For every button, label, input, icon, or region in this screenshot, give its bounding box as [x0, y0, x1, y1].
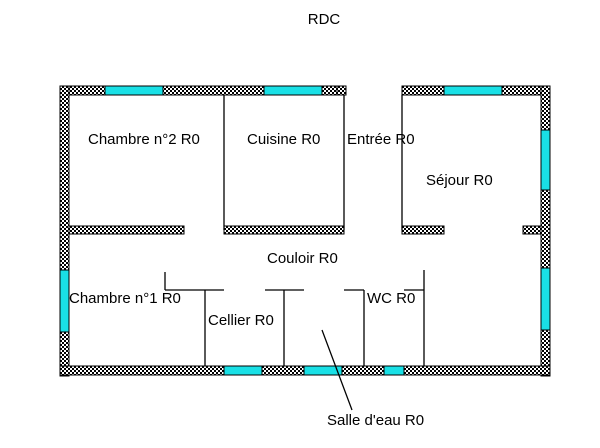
label-chambre2: Chambre n°2 R0 [88, 131, 200, 148]
salle-eau-leader-line [321, 329, 353, 411]
window-sejour-top [443, 85, 503, 96]
wall-entree-stub [336, 85, 347, 96]
room-labels: Chambre n°2 R0 Cuisine R0 Entrée R0 Séjo… [69, 131, 493, 429]
wall-sejour-bottom-left [401, 225, 445, 235]
label-chambre1: Chambre n°1 R0 [69, 290, 181, 307]
label-cellier: Cellier R0 [208, 312, 274, 329]
windows [59, 85, 551, 376]
label-sejour: Séjour R0 [426, 172, 493, 189]
window-sejour-right [540, 129, 551, 191]
window-cuisine [263, 85, 323, 96]
wall-chambre2-bottom [68, 225, 185, 235]
window-bottom-1 [223, 365, 263, 376]
label-salle-eau: Salle d'eau R0 [327, 412, 424, 429]
label-couloir: Couloir R0 [267, 250, 338, 267]
window-bottom-3 [383, 365, 405, 376]
window-bottom-2 [303, 365, 343, 376]
wall-cuisine-bottom [223, 225, 345, 235]
window-chambre1-left [59, 269, 70, 333]
label-wc: WC R0 [367, 290, 415, 307]
label-cuisine: Cuisine R0 [247, 131, 320, 148]
window-chambre2 [104, 85, 164, 96]
interior-walls [68, 225, 542, 235]
wall-sejour-bottom-right [522, 225, 542, 235]
window-right-lower [540, 267, 551, 331]
label-entree: Entrée R0 [347, 131, 415, 148]
plan-title: RDC [308, 11, 341, 28]
partitions [164, 95, 425, 411]
